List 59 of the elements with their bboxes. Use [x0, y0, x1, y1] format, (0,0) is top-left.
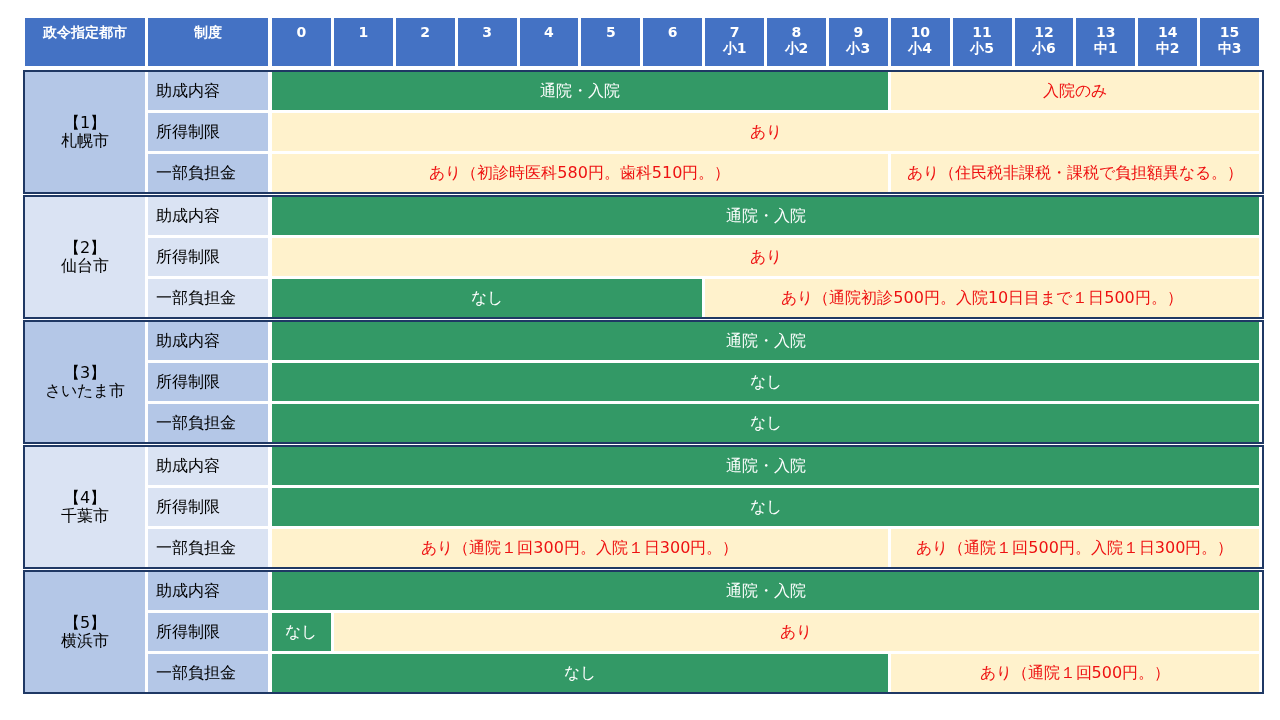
header-cell: 2	[395, 18, 455, 66]
header-cell: 1	[333, 18, 393, 66]
city-cell: 【1】札幌市	[25, 72, 145, 192]
header-cell: 制度	[148, 18, 268, 66]
value-cell: 入院のみ	[890, 72, 1259, 110]
category-cell: 助成内容	[148, 447, 268, 485]
category-cell: 助成内容	[148, 572, 268, 610]
header-cell: 11 小5	[952, 18, 1012, 66]
city-cell: 【2】仙台市	[25, 197, 145, 317]
value-cell: なし	[272, 279, 703, 317]
value-cell: あり	[272, 238, 1259, 276]
value-cell: なし	[272, 363, 1259, 401]
value-cell: なし	[272, 613, 331, 651]
category-cell: 一部負担金	[148, 404, 268, 442]
header-cell: 3	[457, 18, 517, 66]
city-cell: 【4】千葉市	[25, 447, 145, 567]
category-cell: 一部負担金	[148, 654, 268, 692]
header-cell: 政令指定都市	[25, 18, 145, 66]
category-cell: 助成内容	[148, 72, 268, 110]
category-cell: 一部負担金	[148, 529, 268, 567]
value-cell: あり（通院１回500円。）	[890, 654, 1259, 692]
value-cell: あり（通院初診500円。入院10日目まで１日500円。）	[705, 279, 1259, 317]
category-cell: 助成内容	[148, 197, 268, 235]
header-cell: 4	[519, 18, 579, 66]
category-cell: 所得制限	[148, 113, 268, 151]
value-cell: あり	[333, 613, 1259, 651]
header-cell: 8 小2	[767, 18, 826, 66]
value-cell: あり（通院１回300円。入院１日300円。）	[272, 529, 888, 567]
header-cell: 13 中1	[1076, 18, 1136, 66]
value-cell: あり（住民税非課税・課税で負担額異なる。）	[890, 154, 1259, 192]
header-cell: 15 中3	[1200, 18, 1259, 66]
city-cell: 【5】横浜市	[25, 572, 145, 692]
value-cell: あり（初診時医科580円。歯科510円。）	[272, 154, 888, 192]
header-cell: 0	[272, 18, 331, 66]
header-cell: 7 小1	[705, 18, 764, 66]
header-cell: 6	[643, 18, 703, 66]
category-cell: 所得制限	[148, 363, 268, 401]
value-cell: 通院・入院	[272, 72, 888, 110]
value-cell: なし	[272, 654, 888, 692]
city-cell: 【3】さいたま市	[25, 322, 145, 442]
value-cell: 通院・入院	[272, 572, 1259, 610]
value-cell: あり	[272, 113, 1259, 151]
header-cell: 9 小3	[828, 18, 888, 66]
header-cell: 14 中2	[1138, 18, 1198, 66]
value-cell: 通院・入院	[272, 322, 1259, 360]
value-cell: なし	[272, 404, 1259, 442]
category-cell: 所得制限	[148, 613, 268, 651]
header-cell: 10 小4	[890, 18, 950, 66]
category-cell: 所得制限	[148, 488, 268, 526]
header-cell: 5	[581, 18, 641, 66]
category-cell: 助成内容	[148, 322, 268, 360]
category-cell: 所得制限	[148, 238, 268, 276]
value-cell: 通院・入院	[272, 447, 1259, 485]
category-cell: 一部負担金	[148, 279, 268, 317]
header-cell: 12 小6	[1014, 18, 1074, 66]
value-cell: なし	[272, 488, 1259, 526]
value-cell: あり（通院１回500円。入院１日300円。）	[890, 529, 1259, 567]
category-cell: 一部負担金	[148, 154, 268, 192]
value-cell: 通院・入院	[272, 197, 1259, 235]
